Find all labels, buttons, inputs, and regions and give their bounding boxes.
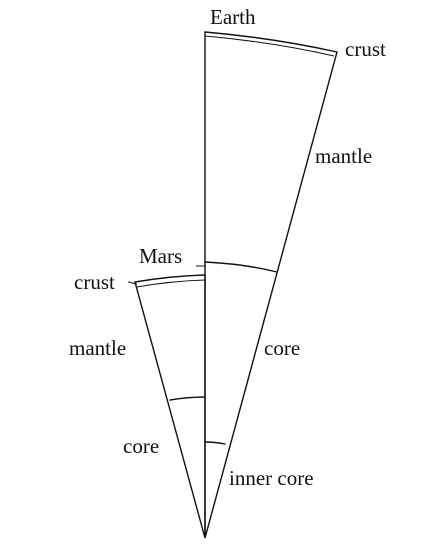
mars-core-label: core — [123, 434, 159, 458]
earth-inner-core-boundary — [204, 441, 226, 445]
mars-wedge — [134, 274, 206, 539]
earth-crust-label: crust — [345, 37, 386, 61]
earth-label: Earth — [210, 5, 256, 29]
mars-label: Mars — [139, 244, 182, 268]
earth-core-label: core — [264, 336, 300, 360]
mars-crust-label: crust — [74, 270, 115, 294]
earth-mantle-core-boundary — [204, 261, 278, 273]
mars-crust-boundary — [136, 279, 206, 288]
mars-mantle-core-boundary — [169, 396, 206, 401]
mars-crust-leader — [127, 281, 138, 285]
mars-wedge-outline — [134, 274, 206, 539]
earth-wedge — [204, 31, 338, 539]
earth-wedge-outline — [204, 31, 338, 539]
earth-inner-core-label: inner core — [229, 466, 314, 490]
earth-crust-boundary — [204, 35, 335, 57]
mars-mantle-label: mantle — [69, 336, 126, 360]
earth-mantle-label: mantle — [315, 144, 372, 168]
